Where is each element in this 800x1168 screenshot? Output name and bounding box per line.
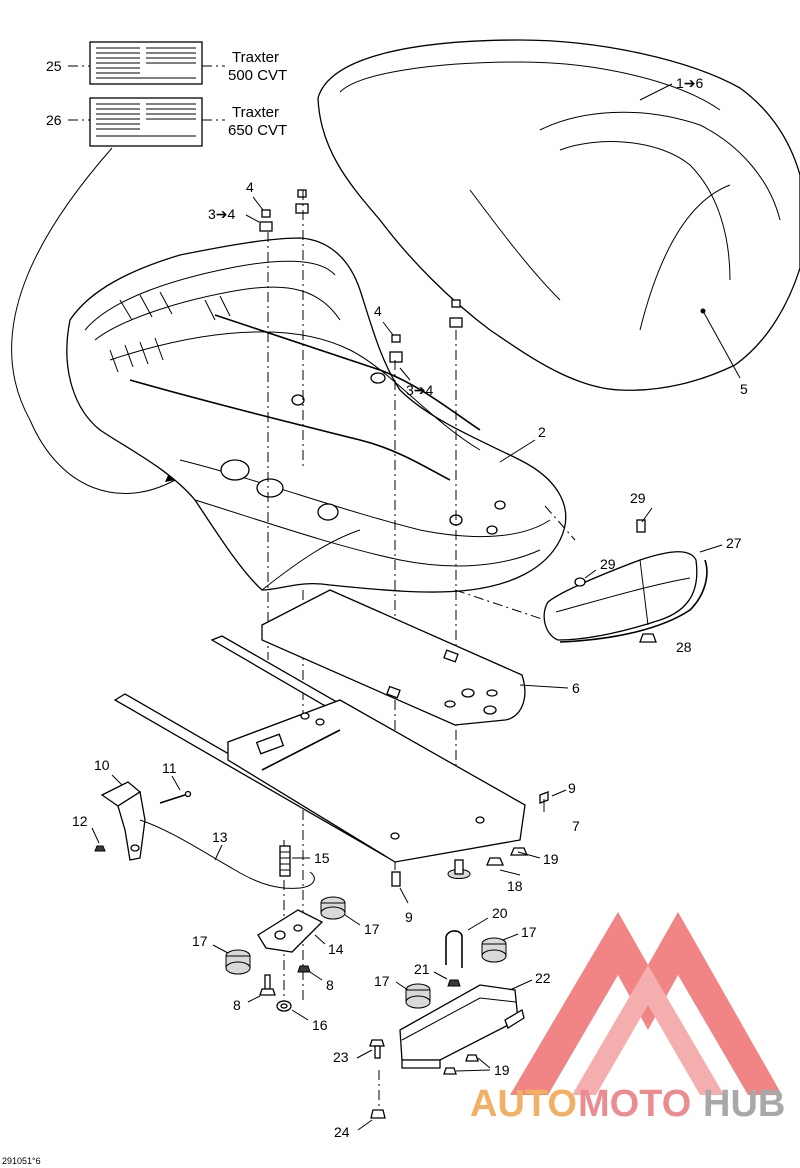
callout-3to4-mid: 3➔4 bbox=[406, 382, 434, 398]
nut-4-right bbox=[389, 299, 463, 363]
spring-15 bbox=[279, 845, 291, 877]
callout-18: 18 bbox=[507, 878, 523, 894]
watermark-text-auto: AUTO bbox=[470, 1083, 577, 1125]
callout-8-right: 8 bbox=[326, 977, 334, 993]
bumper-17-d bbox=[405, 983, 431, 1009]
callout-20: 20 bbox=[492, 905, 508, 921]
seat-base-2 bbox=[66, 237, 567, 593]
decal-26 bbox=[89, 97, 203, 147]
bolt-8-b bbox=[259, 974, 276, 996]
callout-3to4-top: 3➔4 bbox=[208, 206, 236, 222]
callout-29-top: 29 bbox=[630, 490, 646, 506]
model-500-line1: Traxter bbox=[232, 49, 279, 66]
latch-14 bbox=[257, 909, 324, 953]
callout-21: 21 bbox=[414, 961, 430, 977]
cable-13 bbox=[139, 819, 315, 889]
callout-19-bottom: 19 bbox=[494, 1062, 510, 1078]
callout-14: 14 bbox=[328, 941, 344, 957]
nut-21 bbox=[447, 979, 461, 987]
nut-19-top bbox=[486, 847, 528, 866]
callout-19-top: 19 bbox=[543, 851, 559, 867]
callout-17-a: 17 bbox=[364, 921, 380, 937]
callout-17-b: 17 bbox=[192, 933, 208, 949]
callout-11: 11 bbox=[162, 760, 177, 776]
pin-11 bbox=[159, 790, 192, 804]
bracket-22 bbox=[399, 984, 525, 1069]
nut-12 bbox=[94, 845, 106, 852]
nut-8-a bbox=[297, 965, 311, 973]
bolt-9-bottom bbox=[391, 871, 401, 887]
u-bolt-20 bbox=[445, 930, 463, 968]
bumper-17-b bbox=[225, 949, 251, 975]
callout-9-right: 9 bbox=[568, 780, 576, 796]
callout-23: 23 bbox=[333, 1049, 349, 1065]
callout-13: 13 bbox=[212, 829, 228, 845]
callout-4-top: 4 bbox=[246, 179, 254, 195]
callout-16: 16 bbox=[312, 1017, 328, 1033]
model-650-line1: Traxter bbox=[232, 104, 279, 121]
callout-9-bottom: 9 bbox=[405, 909, 413, 925]
callout-22: 22 bbox=[535, 970, 551, 986]
callout-17-c: 17 bbox=[521, 924, 537, 940]
callout-6: 6 bbox=[572, 680, 580, 696]
callout-5: 5 bbox=[740, 381, 748, 397]
callout-1to6: 1➔6 bbox=[676, 75, 704, 91]
bolt-23 bbox=[369, 1039, 385, 1059]
callout-27: 27 bbox=[726, 535, 742, 551]
callout-17-d: 17 bbox=[374, 973, 390, 989]
latch-handle-10 bbox=[100, 781, 146, 861]
bumper-17-c bbox=[481, 937, 507, 963]
decal-25 bbox=[89, 41, 203, 85]
rear-cap-27 bbox=[543, 519, 708, 643]
model-650-line2: 650 CVT bbox=[228, 122, 287, 139]
bolt-9-right bbox=[539, 791, 549, 812]
callout-24: 24 bbox=[334, 1124, 350, 1140]
callout-29-bottom: 29 bbox=[600, 556, 616, 572]
callout-12: 12 bbox=[72, 813, 88, 829]
document-id: 291051°6 bbox=[2, 1156, 41, 1166]
nut-4-left bbox=[259, 189, 309, 232]
model-500-line2: 500 CVT bbox=[228, 67, 287, 84]
watermark-text-moto: MOTO bbox=[578, 1083, 691, 1125]
callout-26: 26 bbox=[46, 112, 62, 128]
callout-28: 28 bbox=[676, 639, 692, 655]
callout-25: 25 bbox=[46, 58, 62, 74]
pad-6 bbox=[261, 589, 526, 726]
callout-10: 10 bbox=[94, 757, 110, 773]
nut-24 bbox=[370, 1109, 386, 1119]
callout-2: 2 bbox=[538, 424, 546, 440]
nut-16 bbox=[276, 1000, 292, 1012]
seat-cover-5 bbox=[317, 39, 800, 391]
watermark-text-hub: HUB bbox=[703, 1083, 785, 1125]
bumper-17-a bbox=[320, 896, 346, 920]
callout-15: 15 bbox=[314, 850, 330, 866]
nuts-19-bottom bbox=[443, 1054, 479, 1075]
callout-7: 7 bbox=[572, 818, 580, 834]
callout-8-left: 8 bbox=[233, 997, 241, 1013]
seat-frame-7 bbox=[113, 635, 526, 879]
automotohub-watermark: AUTO MOTO HUB bbox=[470, 912, 785, 1125]
callout-4-mid: 4 bbox=[374, 303, 382, 319]
